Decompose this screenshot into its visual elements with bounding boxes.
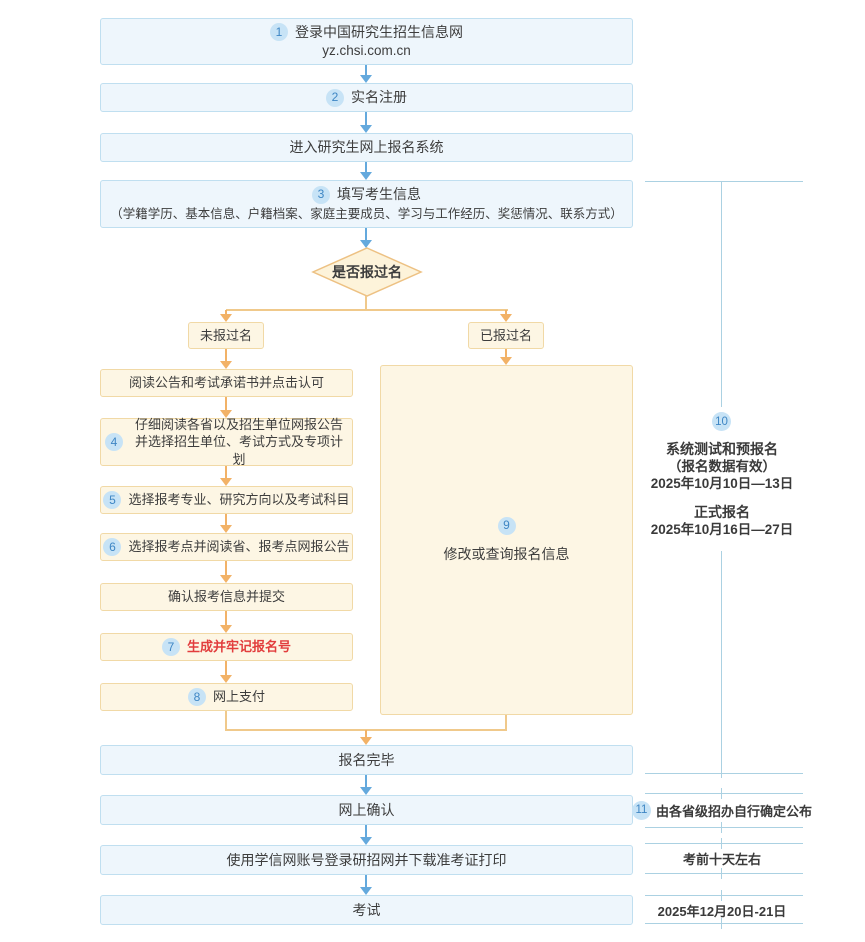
step-read-notice-box: 阅读公告和考试承诺书并点击认可 [100, 369, 353, 397]
branch-not-registered-box: 未报过名 [188, 322, 264, 349]
step-number-badge: 4 [105, 433, 123, 451]
arrow-down-icon [500, 349, 512, 365]
step-fill-info-label: 填写考生信息 [337, 186, 421, 203]
annotation-tick [721, 788, 722, 799]
annotation-dates-block: 系统测试和预报名 （报名数据有效） 2025年10月10日—13日 正式报名 2… [617, 441, 827, 538]
pre-registration-title: 系统测试和预报名 [666, 441, 778, 457]
step-register-box: 2 实名注册 [100, 83, 633, 112]
annotation-exam-date-text: 2025年12月20日-21日 [657, 903, 787, 919]
step-number-badge: 6 [103, 538, 122, 556]
step-choose-unit-line1: 仔细阅读各省以及招生单位网报公告 [134, 416, 343, 432]
step-login-box: 1 登录中国研究生招生信息网 yz.chsi.com.cn [100, 18, 633, 65]
step-read-notice-label: 阅读公告和考试承诺书并点击认可 [128, 375, 324, 391]
arrow-down-icon [360, 112, 372, 133]
arrow-down-icon [220, 397, 232, 418]
step-exam-label: 考试 [352, 901, 381, 918]
branch-registered-label: 已报过名 [479, 327, 532, 343]
connector-line [226, 309, 508, 311]
arrow-down-icon [360, 65, 372, 83]
arrow-down-icon [360, 775, 372, 795]
annotation-ticket-text: 考前十天左右 [682, 851, 761, 867]
site-url-text: yz.chsi.com.cn [322, 42, 411, 58]
pre-registration-dates: 2025年10月10日—13日 [650, 476, 794, 491]
annotation-line [645, 181, 803, 182]
step-modify-query-box: 9 修改或查询报名信息 [380, 365, 633, 715]
annotation-exam-date-row: 2025年12月20日-21日 [622, 901, 822, 919]
step-exam-box: 考试 [100, 895, 633, 925]
decision-label: 是否报过名 [332, 264, 402, 280]
annotation-line [645, 827, 803, 828]
connector-line [225, 711, 227, 731]
arrow-down-icon [500, 310, 512, 322]
arrow-down-icon [220, 661, 232, 683]
step-confirm-submit-box: 确认报考信息并提交 [100, 583, 353, 611]
annotation-tick [721, 838, 722, 849]
step-number-badge: 1 [270, 23, 288, 42]
step-pay-online-box: 8 网上支付 [100, 683, 353, 711]
step-choose-unit-line2: 并选择招生单位、考试方式及专项计划 [134, 434, 343, 467]
annotation-line [721, 551, 722, 778]
annotation-line [645, 773, 803, 774]
step-choose-major-box: 5 选择报考专业、研究方向以及考试科目 [100, 486, 353, 514]
step-download-ticket-label: 使用学信网账号登录研招网并下载准考证打印 [226, 851, 507, 868]
step-choose-major-label: 选择报考专业、研究方向以及考试科目 [128, 492, 350, 508]
annotation-line [645, 843, 803, 844]
arrow-down-icon [220, 514, 232, 533]
official-registration-title: 正式报名 [694, 504, 750, 520]
step-number-badge: 2 [326, 88, 344, 107]
step-register-label: 实名注册 [351, 89, 407, 106]
step-enter-system-box: 进入研究生网上报名系统 [100, 133, 633, 162]
step-confirm-submit-label: 确认报考信息并提交 [167, 589, 285, 605]
step-done-label: 报名完毕 [338, 751, 395, 768]
step-choose-unit-box: 4 仔细阅读各省以及招生单位网报公告 并选择招生单位、考试方式及专项计划 [100, 416, 353, 467]
arrow-down-icon [220, 466, 232, 486]
step-number-badge: 8 [187, 688, 206, 706]
arrow-down-icon [220, 611, 232, 633]
arrow-down-icon [220, 561, 232, 583]
connector-line [505, 715, 507, 731]
step-choose-site-label: 选择报考点并阅读省、报考点网报公告 [128, 539, 350, 555]
connector-line [365, 296, 367, 310]
step-remember-number-box: 7 生成并牢记报名号 [100, 633, 353, 661]
step-enter-system-label: 进入研究生网上报名系统 [289, 139, 444, 156]
annotation-line [645, 873, 803, 874]
annotation-line [721, 181, 722, 407]
branch-registered-box: 已报过名 [468, 322, 544, 349]
annotation-number-badge: 11 [631, 800, 651, 820]
arrow-down-icon [360, 228, 372, 248]
official-registration-dates: 2025年10月16日—27日 [650, 522, 794, 537]
branch-not-registered-label: 未报过名 [199, 327, 252, 343]
annotation-line [645, 923, 803, 924]
arrow-down-icon [360, 162, 372, 180]
step-online-confirm-label: 网上确认 [338, 801, 395, 818]
step-login-label: 登录中国研究生招生信息网 [295, 23, 463, 40]
step-modify-query-label: 修改或查询报名信息 [443, 545, 570, 562]
arrow-down-icon [220, 349, 232, 369]
annotation-line [645, 793, 803, 794]
annotation-line [645, 895, 803, 896]
annotation-number-badge: 10 [712, 412, 731, 431]
annotation-confirm-text: 由各省级招办自行确定公布 [655, 803, 812, 819]
step-pay-online-label: 网上支付 [212, 689, 265, 705]
step-number-badge: 3 [312, 185, 330, 204]
arrow-down-icon [360, 875, 372, 895]
step-download-ticket-box: 使用学信网账号登录研招网并下载准考证打印 [100, 845, 633, 875]
step-fill-info-box: 3 填写考生信息 （学籍学历、基本信息、户籍档案、家庭主要成员、学习与工作经历、… [100, 180, 633, 228]
step-remember-number-label: 生成并牢记报名号 [186, 639, 291, 655]
step-fill-info-detail: （学籍学历、基本信息、户籍档案、家庭主要成员、学习与工作经历、奖惩情况、联系方式… [110, 207, 623, 221]
step-done-box: 报名完毕 [100, 745, 633, 775]
step-number-badge: 7 [161, 638, 180, 656]
step-number-badge: 5 [103, 491, 122, 509]
step-number-badge: 9 [497, 516, 516, 535]
annotation-tick [721, 890, 722, 901]
pre-registration-note: （报名数据有效） [668, 459, 776, 474]
step-online-confirm-box: 网上确认 [100, 795, 633, 825]
step-choose-site-box: 6 选择报考点并阅读省、报考点网报公告 [100, 533, 353, 561]
arrow-down-icon [360, 825, 372, 845]
arrow-down-icon [220, 310, 232, 322]
arrow-down-icon [360, 730, 372, 745]
annotation-confirm-row: 11 由各省级招办自行确定公布 [622, 800, 822, 820]
decision-diamond [311, 247, 423, 297]
annotation-ticket-row: 考前十天左右 [622, 849, 822, 867]
